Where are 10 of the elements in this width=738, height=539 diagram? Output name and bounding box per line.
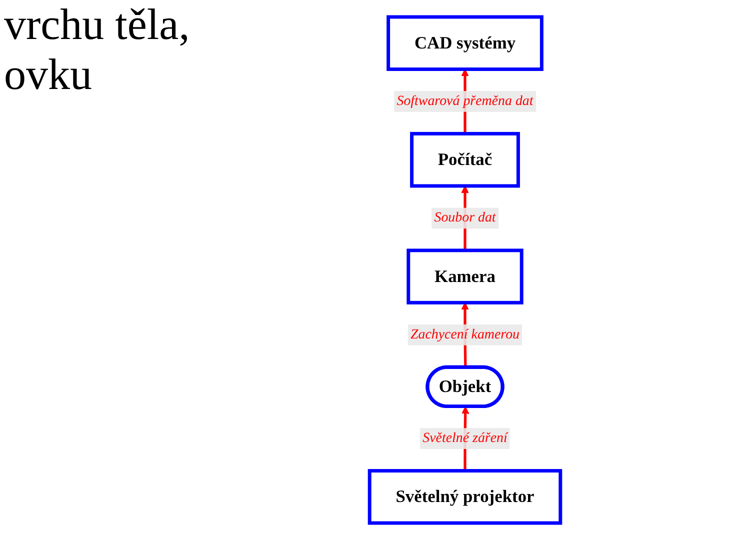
edge-label: Zachycení kamerou	[410, 327, 520, 342]
edge-label: Světelné záření	[422, 430, 508, 446]
heading-fragment: vrchu těla,	[4, 0, 191, 50]
node-box: Světelný projektor	[368, 469, 562, 525]
edge-label: Soubor dat	[434, 210, 496, 226]
node-box: CAD systémy	[386, 15, 544, 71]
node-box: Počítač	[410, 132, 520, 188]
heading-fragment: ovku	[4, 50, 93, 100]
edge-label: Softwarová přeměna dat	[396, 94, 534, 108]
node-box: Kamera	[406, 248, 524, 304]
